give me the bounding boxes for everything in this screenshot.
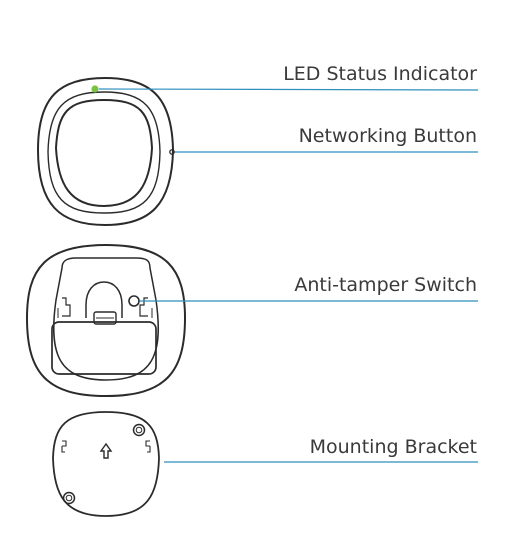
sensor-front-view xyxy=(36,76,175,227)
bracket-right-tab-icon xyxy=(145,440,151,453)
screw-hole-top-right-icon xyxy=(132,423,146,437)
back-inner-recess xyxy=(52,257,160,381)
back-outer-shell xyxy=(25,243,187,398)
right-latch-icon xyxy=(139,297,148,317)
mounting-bracket-view xyxy=(52,411,160,517)
leader-lines xyxy=(98,88,479,463)
screw-hole-bottom-left-icon xyxy=(62,491,76,505)
sensor-back-view xyxy=(25,243,187,398)
led-status-indicator-label: LED Status Indicator xyxy=(283,63,477,85)
front-inner-shell xyxy=(47,91,161,214)
bracket-left-tab-icon xyxy=(61,440,67,453)
anti-tamper-switch-icon xyxy=(128,295,140,307)
battery-cover xyxy=(51,321,157,375)
leader-line-led xyxy=(98,88,479,91)
anti-tamper-switch-label: Anti-tamper Switch xyxy=(294,274,477,296)
networking-button-label: Networking Button xyxy=(299,125,477,147)
bracket-outline xyxy=(52,411,160,517)
front-face-panel xyxy=(54,98,154,208)
up-arrow-icon xyxy=(99,442,113,459)
networking-button-icon xyxy=(169,149,175,155)
front-outer-shell xyxy=(36,76,175,227)
battery-holder-arch xyxy=(85,281,123,318)
left-latch-icon xyxy=(62,297,71,317)
screw-hole-top-right-inner xyxy=(135,426,143,434)
screw-hole-bottom-left-inner xyxy=(65,494,73,502)
led-status-indicator-icon xyxy=(91,85,99,93)
battery-clip xyxy=(93,311,117,325)
mounting-bracket-label: Mounting Bracket xyxy=(310,436,477,458)
